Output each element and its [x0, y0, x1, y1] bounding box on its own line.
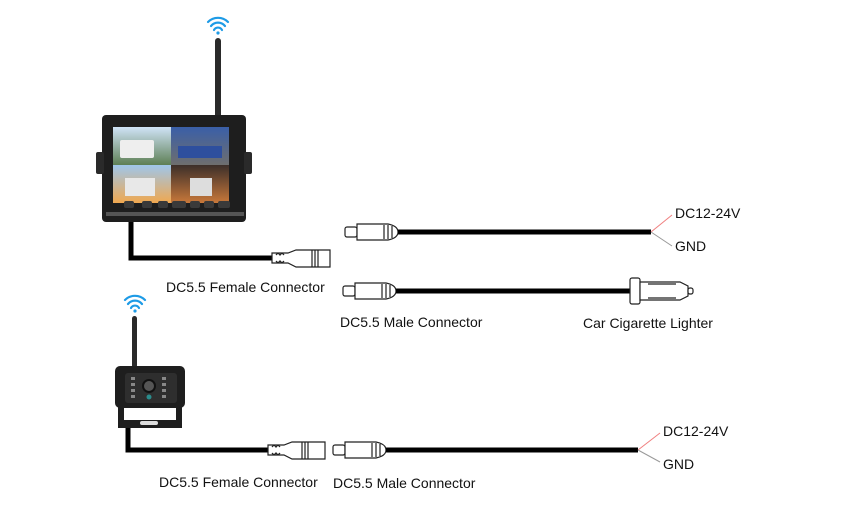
lighter-male-connector[interactable] — [342, 282, 397, 300]
monitor-gnd-label: GND — [675, 238, 707, 254]
camera-female-connector-label: DC5.5 Female Connector — [159, 474, 318, 490]
wifi-icon — [206, 16, 230, 35]
cigarette-lighter-plug-icon — [629, 277, 694, 305]
camera-male-connector[interactable] — [332, 441, 387, 459]
monitor-dc12-24v-label: DC12-24V — [675, 205, 741, 221]
monitor-cable — [128, 222, 272, 261]
monitor-female-connector-label: DC5.5 Female Connector — [166, 279, 325, 295]
monitor-buttons — [124, 201, 230, 208]
camera-cable — [125, 428, 270, 453]
monitor-screen — [113, 127, 229, 203]
ground-wire — [650, 231, 673, 247]
camera-female-connector[interactable] — [267, 441, 326, 460]
car-cigarette-lighter-label: Car Cigarette Lighter — [583, 315, 713, 331]
camera-male-connector-label: DC5.5 Male Connector — [333, 475, 476, 491]
monitor-male-connector-label: DC5.5 Male Connector — [340, 314, 483, 330]
monitor-antenna — [215, 38, 221, 118]
camera-positive-wire — [637, 432, 661, 451]
camera-wifi-icon — [123, 294, 147, 313]
positive-wire — [650, 214, 673, 233]
camera-antenna — [132, 316, 137, 368]
monitor — [96, 115, 252, 222]
camera-dc12-24v-label: DC12-24V — [663, 423, 729, 439]
monitor-female-connector[interactable] — [271, 249, 331, 268]
monitor-power-male-connector[interactable] — [344, 223, 399, 241]
camera-ground-wire — [637, 449, 661, 463]
camera-gnd-label: GND — [663, 456, 695, 472]
camera — [115, 366, 185, 428]
